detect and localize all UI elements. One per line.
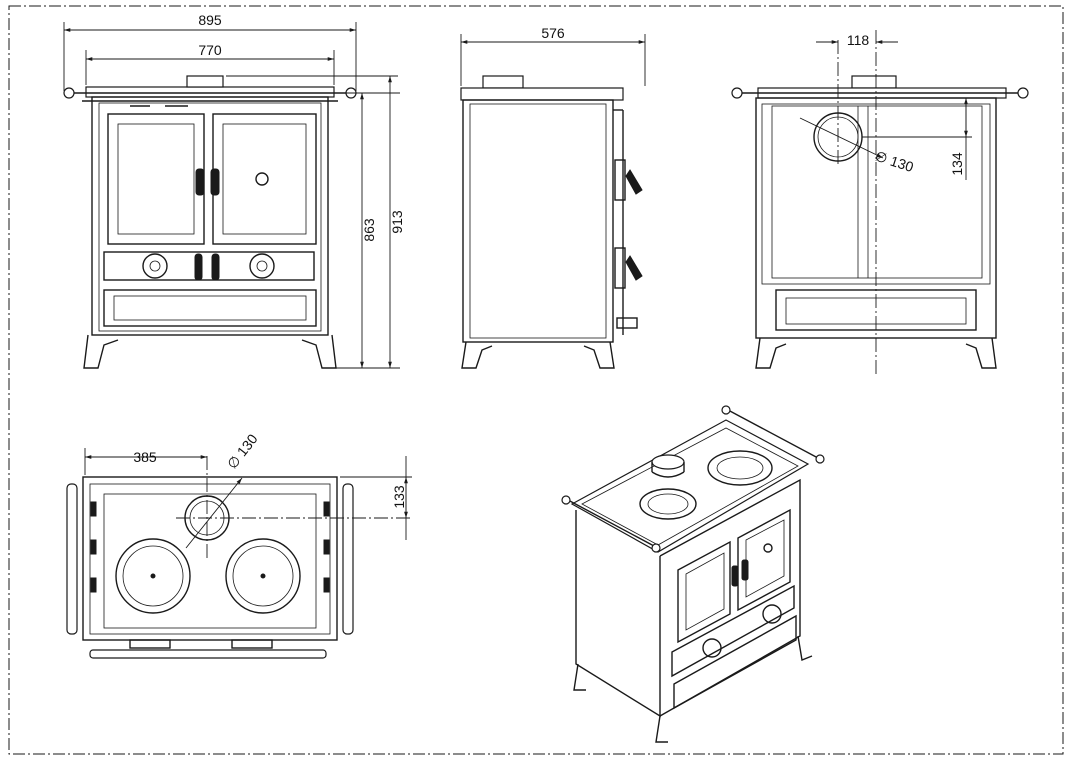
dim-width-body: 770 [198,42,222,58]
side-view: 576 [460,25,646,369]
dim-depth: 576 [541,25,565,41]
dim-flue-diameter-top: ∅ 130 [224,431,261,472]
sheet-border [8,5,1064,755]
front-view: 895 770 863 913 [63,12,405,369]
dim-flue-offset-top: 385 [133,449,157,465]
isometric-view [561,405,825,743]
dim-height-overall: 913 [389,210,405,234]
dim-flue-diameter-rear: ∅ 130 [873,148,916,175]
top-view: ∅ 130 385 133 [66,431,412,659]
dim-flue-height-rear: 134 [949,152,965,176]
dim-height-body: 863 [361,218,377,242]
dim-flue-depth-top: 133 [391,485,407,509]
dim-width-overall: 895 [198,12,222,28]
dim-flue-offset-rear: 118 [847,32,870,48]
rear-view: ∅ 130 118 134 [731,30,1029,374]
